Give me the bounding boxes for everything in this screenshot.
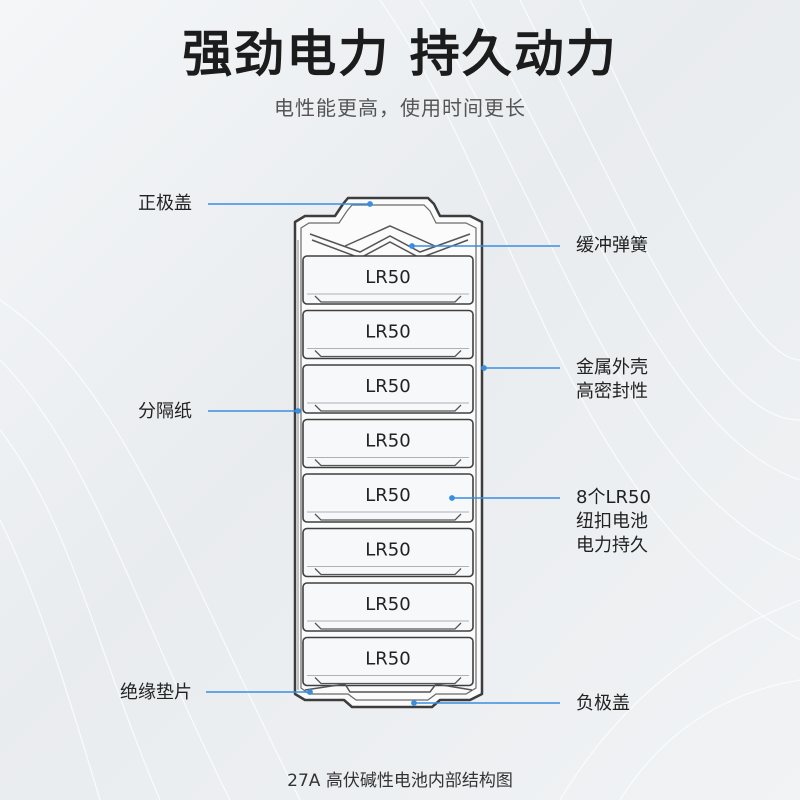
button-cell-label: LR50 xyxy=(365,431,410,452)
button-cell-label: LR50 xyxy=(365,540,410,561)
button-cell-label: LR50 xyxy=(365,322,410,343)
button-cell: LR50 xyxy=(302,418,474,469)
label-positive-cap: 正极盖 xyxy=(138,193,192,214)
button-cell: LR50 xyxy=(302,527,474,578)
button-cell-label: LR50 xyxy=(365,594,410,615)
label-cells: 8个LR50 纽扣电池 电力持久 xyxy=(576,486,651,558)
page-title: 强劲电力 持久动力 xyxy=(182,25,618,83)
label-separator: 分隔纸 xyxy=(138,401,192,422)
label-buffer-spring: 缓冲弹簧 xyxy=(576,235,648,256)
page-subtitle: 电性能更高，使用时间更长 xyxy=(274,96,526,120)
button-cell: LR50 xyxy=(302,473,474,523)
button-cell-label: LR50 xyxy=(365,485,410,506)
label-metal-shell-line2: 高密封性 xyxy=(576,381,648,402)
button-cell-label: LR50 xyxy=(365,649,410,670)
button-cell: LR50 xyxy=(302,309,474,360)
button-cell-label: LR50 xyxy=(365,376,410,397)
label-cells-line3: 电力持久 xyxy=(576,535,648,556)
inner-shell xyxy=(300,204,477,701)
insulating-pad xyxy=(304,683,473,693)
label-metal-shell: 金属外壳 高密封性 xyxy=(576,356,648,404)
label-cells-line2: 纽扣电池 xyxy=(576,511,648,532)
button-cell: LR50 xyxy=(302,364,474,414)
leader-lines xyxy=(206,201,560,706)
label-negative-cap: 负极盖 xyxy=(576,693,630,714)
diagram-caption: 27A 高伏碱性电池内部结构图 xyxy=(287,771,513,791)
button-cell: LR50 xyxy=(302,255,474,305)
label-cells-line1: 8个LR50 xyxy=(576,487,651,508)
label-insulating-pad: 绝缘垫片 xyxy=(120,682,192,703)
button-cell-label: LR50 xyxy=(365,267,410,288)
button-cell: LR50 xyxy=(302,582,474,632)
label-metal-shell-line1: 金属外壳 xyxy=(576,357,648,378)
button-cell: LR50 xyxy=(302,636,474,687)
